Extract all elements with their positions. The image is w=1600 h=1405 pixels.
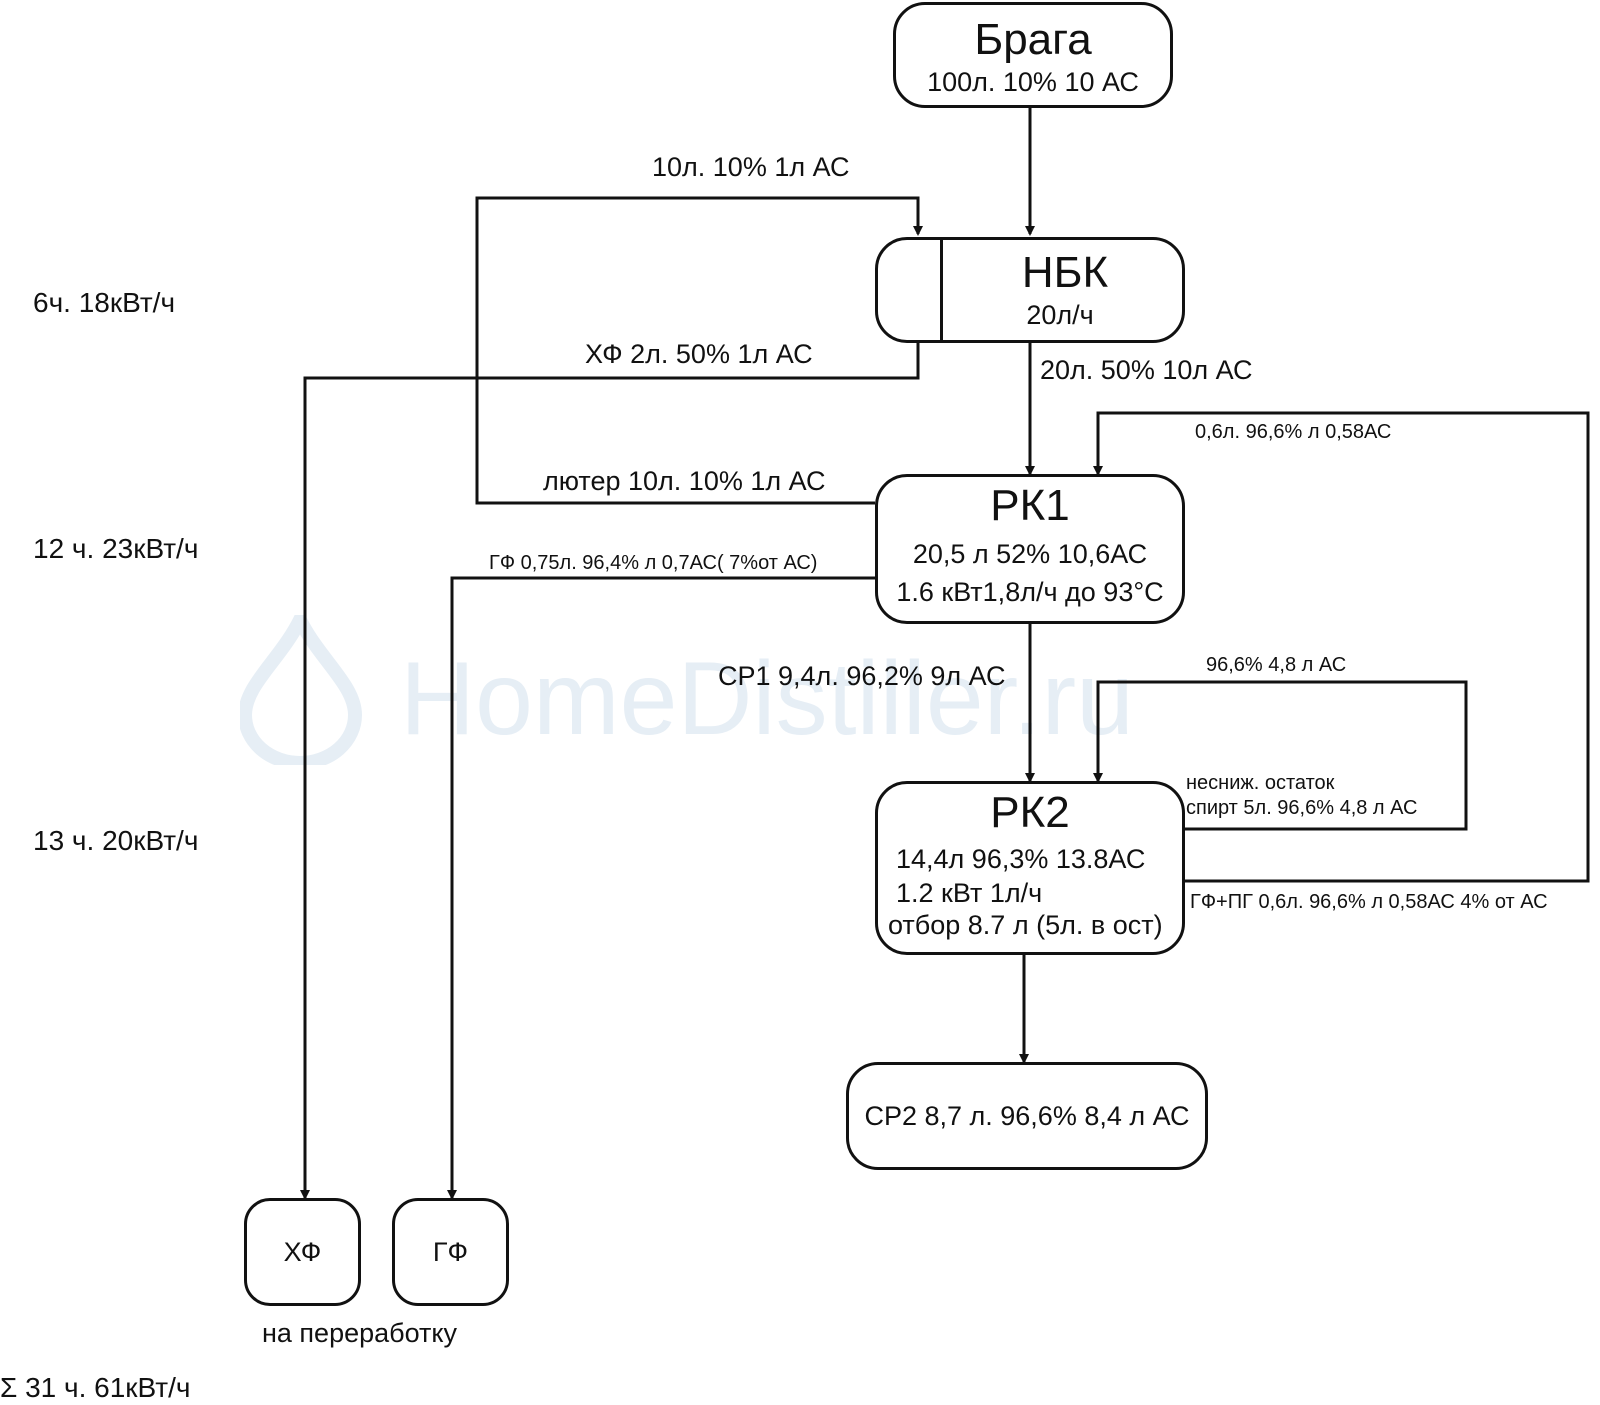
watermark-text: HomeDistiller.ru [400, 641, 1134, 757]
node-braga-sub: 100л. 10% 10 АС [927, 67, 1139, 97]
label-luter: лютер 10л. 10% 1л АС [543, 466, 826, 496]
node-gf: ГФ [392, 1198, 509, 1306]
arrow-rk2-loop [1093, 680, 1468, 831]
label-rk1-to-rk2: СР1 9,4л. 96,2% 9л АС [718, 661, 1006, 691]
node-braga: Брага 100л. 10% 10 АС [893, 2, 1173, 108]
node-rk1-title: РК1 [990, 481, 1070, 530]
footer-recycle-note: на переработку [262, 1318, 457, 1348]
node-rk2: РК2 14,4л 96,3% 13.8АС 1.2 кВт 1л/ч отбо… [875, 781, 1185, 955]
node-sr2-label: СР2 8,7 л. 96,6% 8,4 л АС [864, 1101, 1190, 1131]
stage-1-energy: 6ч. 18кВт/ч [33, 287, 176, 318]
node-rk1-line2: 1.6 кВт1,8л/ч до 93°С [896, 577, 1164, 607]
node-braga-title: Брага [974, 15, 1092, 64]
stage-2-energy: 12 ч. 23кВт/ч [33, 533, 199, 564]
arrow-rk2-to-rk1 [1093, 411, 1590, 883]
arrow-luter-recycle-to-nbk [475, 196, 923, 505]
label-gf-from-rk1: ГФ 0,75л. 96,4% л 0,7АС( 7%от АС) [489, 552, 818, 574]
node-sr2: СР2 8,7 л. 96,6% 8,4 л АС [846, 1062, 1208, 1170]
arrow-nbk-to-hf [300, 340, 920, 1200]
node-nbk-divider [940, 240, 943, 340]
stage-3-energy: 13 ч. 20кВт/ч [33, 825, 199, 856]
node-nbk-title: НБК [1021, 248, 1109, 297]
node-hf: ХФ [244, 1198, 361, 1306]
label-recycle-to-nbk: 10л. 10% 1л АС [652, 152, 850, 182]
node-rk1-line1: 20,5 л 52% 10,6АС [912, 539, 1148, 569]
label-rk2-loop: 96,6% 4,8 л АС [1206, 654, 1347, 676]
label-residue-1: несниж. остаток [1186, 772, 1335, 794]
node-rk1: РК1 20,5 л 52% 10,6АС 1.6 кВт1,8л/ч до 9… [875, 474, 1185, 624]
watermark-drop-icon [240, 615, 363, 765]
node-rk2-line1: 14,4л 96,3% 13.8АС [896, 844, 1146, 874]
arrow-rk1-to-gf [447, 576, 875, 1200]
label-nbk-to-rk1: 20л. 50% 10л АС [1040, 355, 1253, 385]
label-gf-pg: ГФ+ПГ 0,6л. 96,6% л 0,58АС 4% от АС [1190, 891, 1548, 913]
total-energy: Σ 31 ч. 61кВт/ч [0, 1372, 191, 1403]
node-rk2-line2: 1.2 кВт 1л/ч [896, 878, 1043, 908]
node-rk2-title: РК2 [990, 788, 1070, 837]
node-rk2-line3: отбор 8.7 л (5л. в ост) [888, 910, 1163, 940]
node-hf-label: ХФ [283, 1237, 322, 1267]
label-residue-2: спирт 5л. 96,6% 4,8 л АС [1186, 797, 1418, 819]
label-rk2-to-rk1: 0,6л. 96,6% л 0,58АС [1195, 421, 1392, 443]
label-hf-from-nbk: ХФ 2л. 50% 1л АС [585, 339, 813, 369]
node-gf-label: ГФ [432, 1237, 469, 1267]
node-nbk-sub: 20л/ч [1026, 300, 1094, 330]
node-nbk: НБК 20л/ч [875, 237, 1185, 343]
